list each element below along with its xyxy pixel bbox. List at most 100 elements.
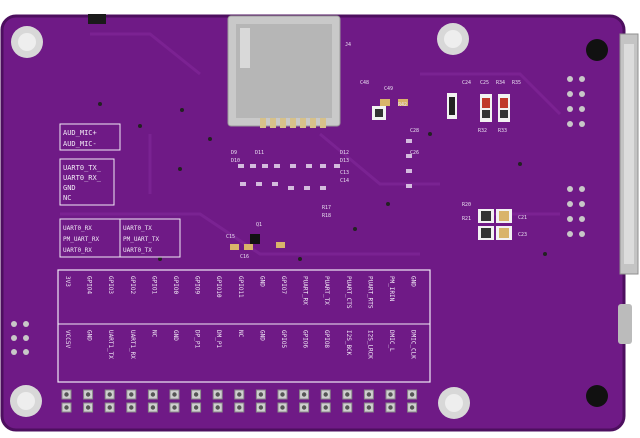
header-top-label: PUART_TX [323, 276, 330, 305]
ref-r18: R18 [322, 213, 331, 219]
header-pin-hole [301, 405, 307, 410]
label-aud-mic-minus: AUD_MIC- [63, 140, 97, 148]
ref-r42: R42 [398, 102, 407, 108]
header-pin-hole [323, 392, 328, 397]
header-pins [61, 389, 418, 413]
ref-c21: C21 [518, 215, 527, 221]
header-pin-hole [237, 392, 242, 397]
usb-port [618, 304, 632, 344]
component-labels: C49 R42 C48 C28 C26 R32 R33 C24 C25 R34 … [226, 80, 527, 260]
pcb-illustration: J4 [0, 14, 639, 432]
board-substrate [2, 16, 624, 430]
header-pin-hole [388, 405, 393, 410]
header-top-label: GND [410, 276, 417, 287]
header-bottom-label: DMIC_L [388, 330, 395, 352]
header-bottom-label: UART1_TX [107, 330, 114, 359]
header-pin-hole [366, 392, 372, 397]
header-pin-hole [85, 405, 91, 410]
mounting-holes [10, 23, 608, 419]
label-uart0-tx: UART0_TX_ [63, 164, 102, 172]
header-bottom-label: NC [150, 330, 157, 338]
uart-map-box: UART0_RX PM_UART_RX UART0_RX UART0_TX PM… [59, 218, 181, 258]
gpio-header-table [57, 269, 431, 383]
label-map-r1: UART0_TX [123, 225, 152, 232]
ref-c16: C16 [240, 254, 249, 260]
vias [98, 102, 547, 261]
header-top-label: GPIO3 [107, 276, 114, 294]
ref-d9: D9 [231, 150, 237, 156]
ref-r21: R21 [462, 216, 471, 222]
right-edge-connector [619, 33, 639, 275]
header-pin-hole [280, 392, 285, 397]
label-gnd: GND [63, 184, 76, 192]
header-top-label: GPIO9 [194, 276, 201, 294]
header-pin-hole [129, 392, 134, 397]
label-map-l3: UART0_RX [63, 247, 92, 254]
ref-r33: R33 [498, 128, 507, 134]
right-pads [567, 76, 585, 237]
header-bottom-label: GND [172, 330, 179, 341]
header-top-label: GPIO0 [172, 276, 179, 294]
ref-c24: C24 [462, 80, 471, 86]
header-pin-hole [172, 405, 177, 410]
header-bottom-label: DP_P1 [194, 330, 201, 348]
header-bottom-label: GPIO6 [302, 330, 309, 348]
ref-c26: C26 [410, 150, 419, 156]
ref-c23: C23 [518, 232, 527, 238]
ref-c13: C13 [340, 170, 349, 176]
header-bottom-label: GPIO8 [323, 330, 330, 348]
ref-c14: C14 [340, 178, 349, 184]
label-map-l2: PM_UART_RX [63, 236, 100, 243]
header-top-label: GPIO4 [86, 276, 93, 294]
header-pin-hole [301, 392, 307, 397]
header-pin-hole [323, 405, 328, 410]
header-top-label: GPIO7 [280, 276, 287, 294]
header-pin-hole [193, 392, 199, 397]
header-top-label: GPIO2 [129, 276, 136, 294]
ref-r34: R34 [496, 80, 505, 86]
label-map-r2: PM_UART_TX [123, 236, 160, 243]
header-pin-hole [366, 405, 372, 410]
header-bottom-label: DMIC_CLK [410, 330, 417, 359]
header-bottom-label: GPIO5 [280, 330, 287, 348]
ref-r20: R20 [462, 202, 471, 208]
jack-connector [88, 14, 106, 24]
header-pin-hole [237, 405, 242, 410]
header-pin-hole [107, 405, 112, 410]
sd-slot-ref: J4 [345, 42, 351, 48]
header-bottom-label: GND [258, 330, 265, 341]
header-bottom-label: UART1_RX [129, 330, 136, 359]
header-bottom-label: GND [86, 330, 93, 341]
header-pin-hole [215, 392, 220, 397]
header-bottom-label: DM_P1 [215, 330, 222, 348]
header-pin-hole [150, 392, 156, 397]
header-pin-hole [172, 392, 177, 397]
pcb-board: J4 [0, 14, 640, 434]
ref-d12: D12 [340, 150, 349, 156]
header-pin-hole [388, 392, 393, 397]
header-top-label: 3V3 [64, 276, 71, 287]
ref-r35: R35 [512, 80, 521, 86]
ref-c15: C15 [226, 234, 235, 240]
header-top-label: GND [258, 276, 265, 287]
ref-c28: C28 [410, 128, 419, 134]
header-pin-hole [107, 392, 112, 397]
header-pin-hole [193, 405, 199, 410]
audio-label-box: AUD_MIC+ AUD_MIC- [59, 123, 121, 151]
ref-q1: Q1 [256, 222, 262, 228]
label-map-l1: UART0_RX [63, 225, 92, 232]
ref-d10: D10 [231, 158, 240, 164]
header-bottom-label: I2S_BCK [345, 330, 352, 356]
label-aud-mic-plus: AUD_MIC+ [63, 129, 97, 137]
header-pin-hole [258, 392, 264, 397]
header-top-label: GPIO10 [215, 276, 222, 298]
ref-d13: D13 [340, 158, 349, 164]
uart0-label-box: UART0_TX_ UART0_RX_ GND NC [59, 158, 115, 206]
header-top-label: PUART_CTS [345, 276, 352, 309]
header-pin-hole [280, 405, 285, 410]
ref-c48: C48 [360, 80, 369, 86]
smd-parts [230, 93, 512, 250]
header-pin-hole [409, 405, 415, 410]
header-top-label: PUART_RTS [366, 276, 373, 309]
